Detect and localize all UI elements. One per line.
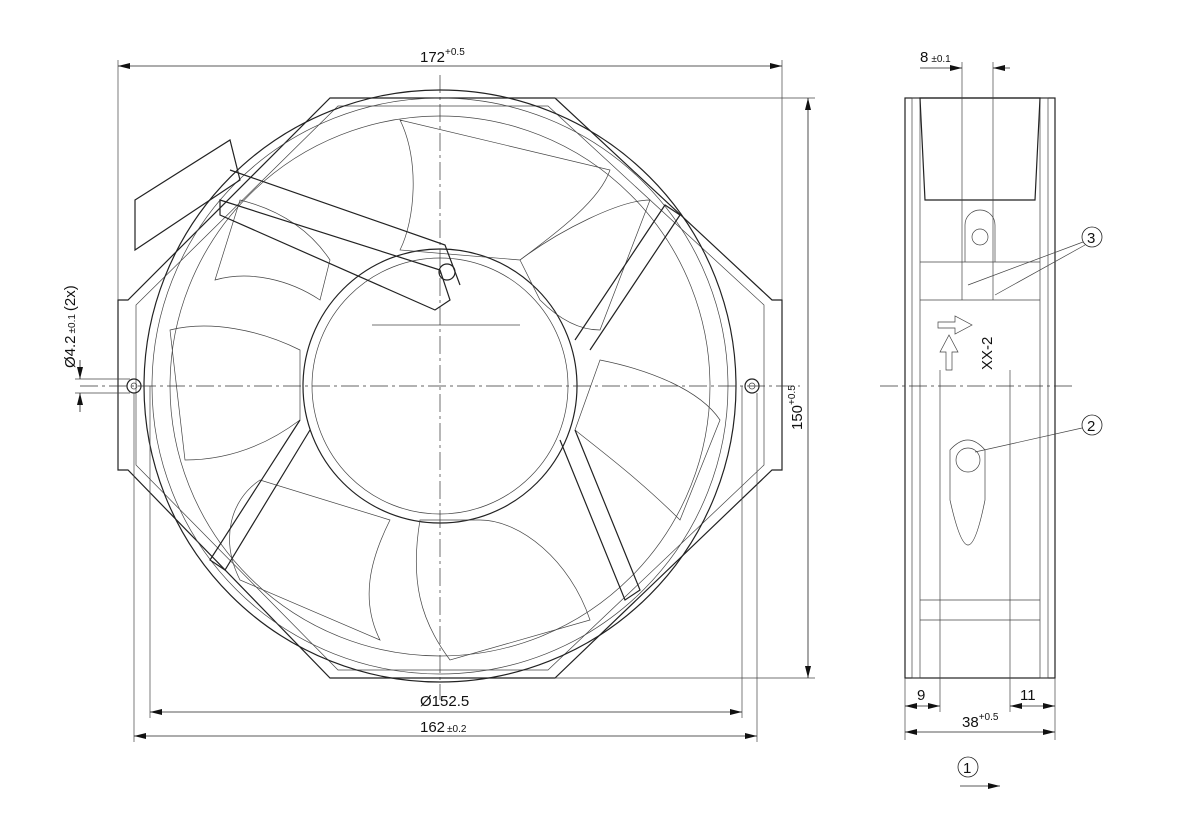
- rotation-arrow-icon: [939, 334, 959, 371]
- left-depth-dimension: 9: [917, 687, 925, 704]
- callout-3: 3: [967, 226, 1103, 296]
- struts: [209, 169, 681, 601]
- fan-blades: [169, 119, 721, 661]
- hole-dimension: Ø4.2±0.1(2x): [62, 285, 79, 368]
- front-view: 172+0.5 150+0.5 Ø4.2±0.1(2x) Ø152.5 162±…: [62, 47, 815, 742]
- svg-text:3: 3: [1087, 230, 1095, 247]
- callout-2: 2: [974, 414, 1103, 453]
- depth-dimension: 38+0.5: [962, 712, 999, 731]
- height-dimension: 150+0.5: [787, 385, 806, 430]
- cable-housing: [134, 139, 241, 252]
- width-dimension: 172+0.5: [420, 47, 465, 66]
- right-depth-dimension: 11: [1020, 687, 1036, 704]
- callout-1: 1: [957, 756, 1000, 789]
- ring-diameter-dimension: Ø152.5: [420, 693, 469, 710]
- offset-dimension: 8±0.1: [920, 49, 951, 66]
- side-marking: XX-2: [979, 337, 996, 370]
- svg-text:1: 1: [963, 760, 971, 777]
- hole-spacing-dimension: 162±0.2: [420, 719, 467, 736]
- svg-text:2: 2: [1087, 418, 1095, 435]
- side-view: XX-2 8±0.1 9 11 38+0.5: [880, 49, 1075, 740]
- airflow-arrow-icon: [937, 315, 973, 335]
